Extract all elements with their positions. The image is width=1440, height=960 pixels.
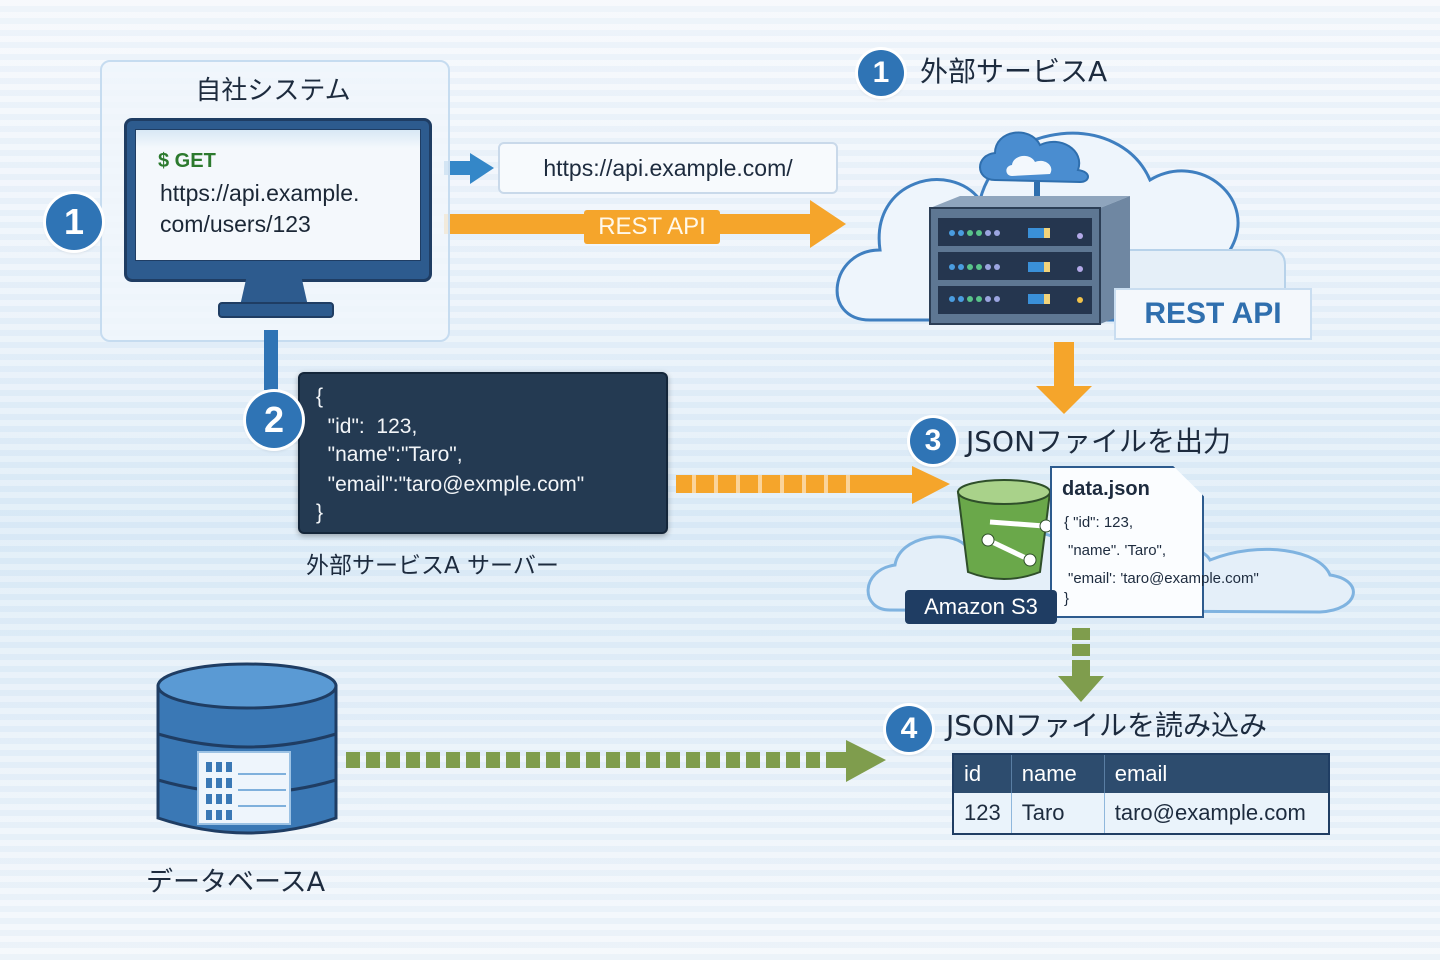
step-badge-2: 2 xyxy=(246,392,302,448)
server-label: 外部サービスA サーバー xyxy=(306,553,559,579)
json-file-icon xyxy=(1050,466,1204,618)
cell-id: 123 xyxy=(953,793,1012,834)
file-line: } xyxy=(1064,590,1070,607)
database-label: データベースA xyxy=(146,867,326,898)
monitor-base xyxy=(218,302,334,318)
monitor-stand xyxy=(240,276,308,306)
api-url-box: https://api.example.com/ xyxy=(498,142,838,194)
json-line: { xyxy=(316,385,324,408)
file-line: "name". 'Taro", xyxy=(1068,542,1167,559)
amazon-s3-label: Amazon S3 xyxy=(905,590,1057,624)
json-line: "email":"taro@exmple.com" xyxy=(316,473,585,496)
request-arrow-icon xyxy=(444,153,494,184)
terminal-screen: $ GET https://api.example. com/users/123 xyxy=(135,129,421,261)
s3-bucket-icon xyxy=(956,479,1053,580)
json-response-box: { "id": 123, "name":"Taro", "email":"tar… xyxy=(298,372,668,534)
file-line: { "id": 123, xyxy=(1064,514,1134,531)
connector-line xyxy=(264,330,278,390)
cell-email: taro@example.com xyxy=(1104,793,1330,834)
get-command: $ GET xyxy=(158,150,216,172)
db-load-arrow-icon xyxy=(346,740,886,782)
external-service-title: 外部サービスA xyxy=(920,55,1108,88)
rest-api-tag: REST API xyxy=(1114,288,1312,340)
database-icon xyxy=(156,662,338,835)
column-header-email: email xyxy=(1104,754,1330,793)
table-row: 123 Taro taro@example.com xyxy=(953,793,1330,834)
request-url-line2: com/users/123 xyxy=(160,211,311,237)
step3-title: JSONファイルを出力 xyxy=(966,425,1232,458)
json-line: "id": 123, xyxy=(316,415,418,438)
cloud-small-icon xyxy=(979,131,1089,202)
down-arrow-green-icon xyxy=(1058,628,1104,702)
step-badge-4: 4 xyxy=(886,706,932,752)
own-system-title: 自社システム xyxy=(195,76,351,106)
json-line: } xyxy=(316,501,324,524)
json-line: "name":"Taro", xyxy=(316,443,463,466)
down-arrow-orange-icon xyxy=(1036,342,1092,414)
file-name: data.json xyxy=(1062,478,1150,500)
monitor-icon: $ GET https://api.example. com/users/123 xyxy=(124,118,432,282)
step-badge-1-external: 1 xyxy=(858,50,904,96)
server-icon xyxy=(929,196,1130,325)
cell-name: Taro xyxy=(1011,793,1105,834)
column-header-name: name xyxy=(1011,754,1105,793)
column-header-id: id xyxy=(953,754,1012,793)
table-header-row: id name email xyxy=(953,754,1330,793)
step-badge-1: 1 xyxy=(46,194,102,250)
rest-api-arrow-label: REST API xyxy=(584,210,720,244)
request-url: https://api.example. com/users/123 xyxy=(160,178,359,240)
step4-title: JSONファイルを読み込み xyxy=(946,709,1268,742)
step-badge-3: 3 xyxy=(910,418,956,464)
result-table: id name email 123 Taro taro@example.com xyxy=(952,753,1330,835)
request-url-line1: https://api.example. xyxy=(160,180,360,206)
file-line: "email': 'taro@example.com" xyxy=(1068,570,1259,587)
response-arrow-icon xyxy=(676,466,950,504)
